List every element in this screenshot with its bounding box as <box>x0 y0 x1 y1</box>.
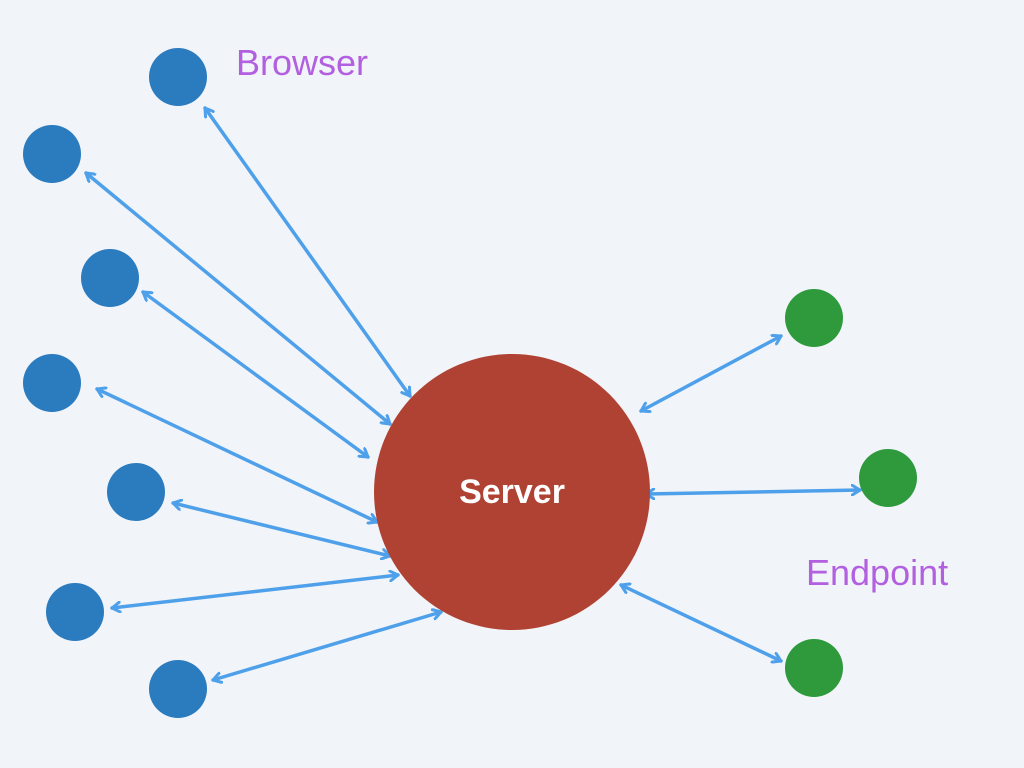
endpoint-node-2[interactable] <box>859 449 917 507</box>
endpoint-node-3[interactable] <box>785 639 843 697</box>
browser-node-6[interactable] <box>46 583 104 641</box>
browser-node-3[interactable] <box>81 249 139 307</box>
browser-node-5[interactable] <box>107 463 165 521</box>
browser-connection-arrow-7 <box>211 612 443 680</box>
browser-node-1[interactable] <box>149 48 207 106</box>
browser-node-2[interactable] <box>23 125 81 183</box>
browser-node-4[interactable] <box>23 354 81 412</box>
browser-group-label: Browser <box>236 42 368 83</box>
browser-connection-arrow-1 <box>203 106 412 398</box>
endpoint-group-label: Endpoint <box>806 552 948 593</box>
connections <box>84 106 862 680</box>
endpoint-connection-arrow-3 <box>619 585 783 661</box>
server-node[interactable] <box>374 354 650 630</box>
endpoint-connection-arrow-2 <box>644 490 862 494</box>
endpoint-node-1[interactable] <box>785 289 843 347</box>
browser-connection-arrow-6 <box>110 575 400 608</box>
browser-connection-arrow-2 <box>84 171 392 426</box>
endpoint-connection-arrow-1 <box>639 336 783 411</box>
browser-connection-arrow-3 <box>141 290 370 459</box>
browser-node-7[interactable] <box>149 660 207 718</box>
server-label: Server <box>459 473 565 511</box>
endpoint-nodes <box>785 289 917 697</box>
browser-connection-arrow-5 <box>171 503 392 556</box>
browser-nodes <box>23 48 207 718</box>
